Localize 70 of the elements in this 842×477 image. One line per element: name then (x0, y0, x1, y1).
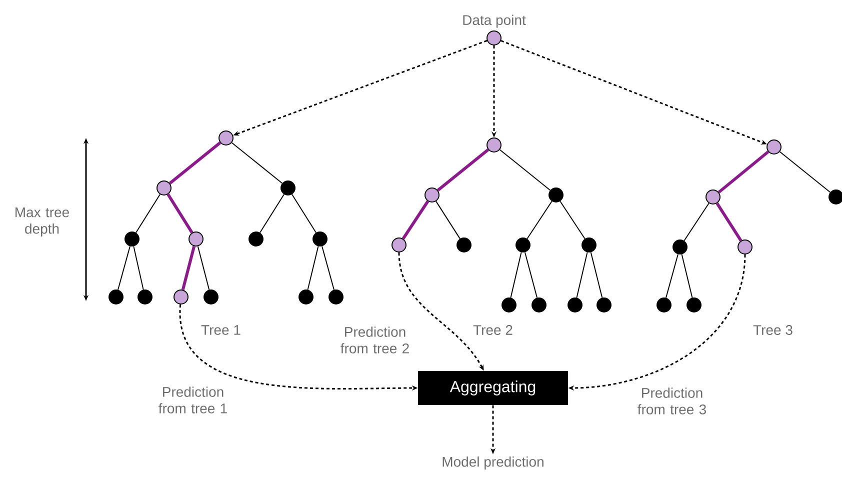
tree-node (204, 290, 218, 304)
tree-node (392, 238, 406, 252)
tree-node (672, 240, 688, 254)
edge-label: Prediction from tree 3 (638, 388, 706, 414)
tree-node (686, 298, 702, 312)
tree-node (138, 290, 152, 304)
tree-node (456, 238, 472, 252)
tree-node (424, 188, 440, 202)
data-point: Data point (463, 14, 526, 46)
process-box: Aggregating (418, 371, 568, 405)
tree-branch (231, 142, 283, 184)
edge-label: Prediction from tree 1 (158, 386, 227, 414)
tree-branch (181, 246, 196, 290)
tree-branch (590, 252, 603, 298)
tree-branch (118, 246, 131, 290)
tree-branch (260, 194, 285, 234)
tree-node (124, 232, 140, 246)
tree-branch (307, 246, 319, 290)
node-label: Data point (463, 14, 526, 28)
tree-branch (718, 150, 770, 194)
tree-branch (168, 142, 222, 184)
tree-node (738, 240, 752, 254)
tree-branch (197, 246, 210, 290)
edge-label: Prediction from tree 2 (340, 326, 409, 354)
tree-branch (499, 149, 551, 191)
tree-branch (510, 252, 522, 298)
tree-node (706, 190, 720, 204)
tree-branch (136, 194, 161, 234)
tree-node (298, 290, 314, 304)
dimension-label: Max tree depth (16, 208, 69, 237)
tree-branch (133, 246, 144, 290)
tree-branch (681, 254, 693, 298)
tree-node (502, 298, 516, 312)
tree-node (548, 188, 564, 202)
tree-branch (716, 202, 742, 242)
tree-node (766, 140, 782, 154)
tree-branch (436, 148, 490, 192)
tree-label: Tree 3 (753, 325, 792, 335)
output-label: Model prediction (442, 456, 544, 470)
tree-node (108, 290, 124, 304)
tree-node (280, 180, 296, 196)
tree-node (568, 298, 582, 312)
tree-label: Tree 2 (473, 325, 512, 335)
tree-label: Tree 1 (201, 325, 240, 335)
tree-node (486, 138, 502, 152)
tree-node (516, 238, 530, 252)
tree-branch (322, 246, 334, 290)
tree-node (532, 298, 546, 312)
tree-branch (402, 200, 430, 240)
tree-node (828, 190, 842, 204)
tree-branch (526, 200, 552, 240)
tree-branch (166, 194, 194, 234)
tree-branch (666, 254, 679, 298)
tree-node (312, 232, 328, 246)
tree-branch (436, 200, 460, 240)
tree-node (582, 238, 596, 252)
tree-node (174, 290, 188, 304)
tree-node (656, 298, 672, 312)
tree-node (218, 130, 234, 146)
tree-node (248, 232, 264, 246)
tree-branch (684, 202, 710, 242)
tree-branch (576, 252, 588, 298)
tree-branch (779, 151, 831, 193)
tree-branch (292, 194, 317, 234)
tree-node (328, 290, 344, 304)
tree-branch (524, 252, 538, 298)
tree-node (188, 232, 204, 246)
tree-node (156, 180, 172, 196)
tree-node (596, 298, 612, 312)
tree-branch (560, 200, 586, 240)
